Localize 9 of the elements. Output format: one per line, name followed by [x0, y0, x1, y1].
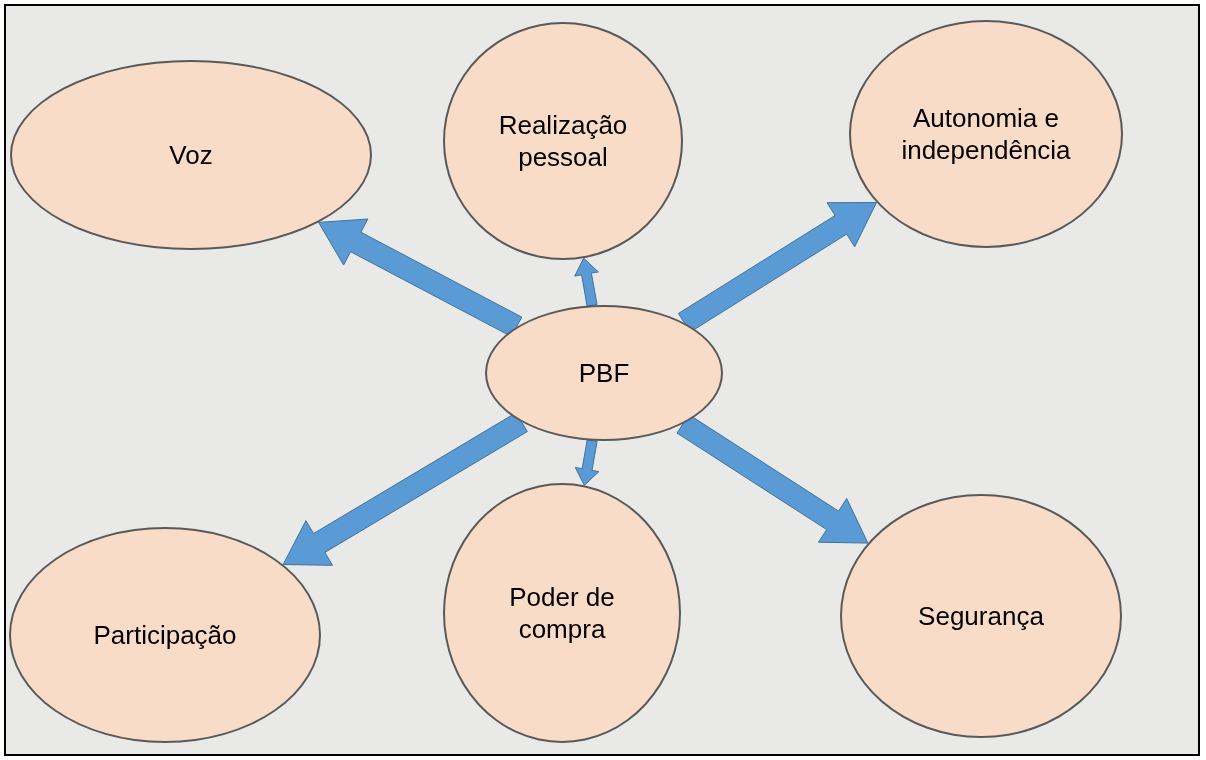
- node-label: Voz: [169, 138, 213, 172]
- node-label: Realização pessoal: [497, 108, 629, 174]
- node-label: Segurança: [918, 599, 1044, 633]
- arrow: [574, 257, 599, 307]
- node-label: Poder de compra: [508, 580, 616, 646]
- node-label: Autonomia e independência: [900, 101, 1072, 167]
- node-label: PBF: [578, 356, 630, 390]
- arrow: [574, 439, 600, 486]
- node-label: Participação: [93, 618, 237, 652]
